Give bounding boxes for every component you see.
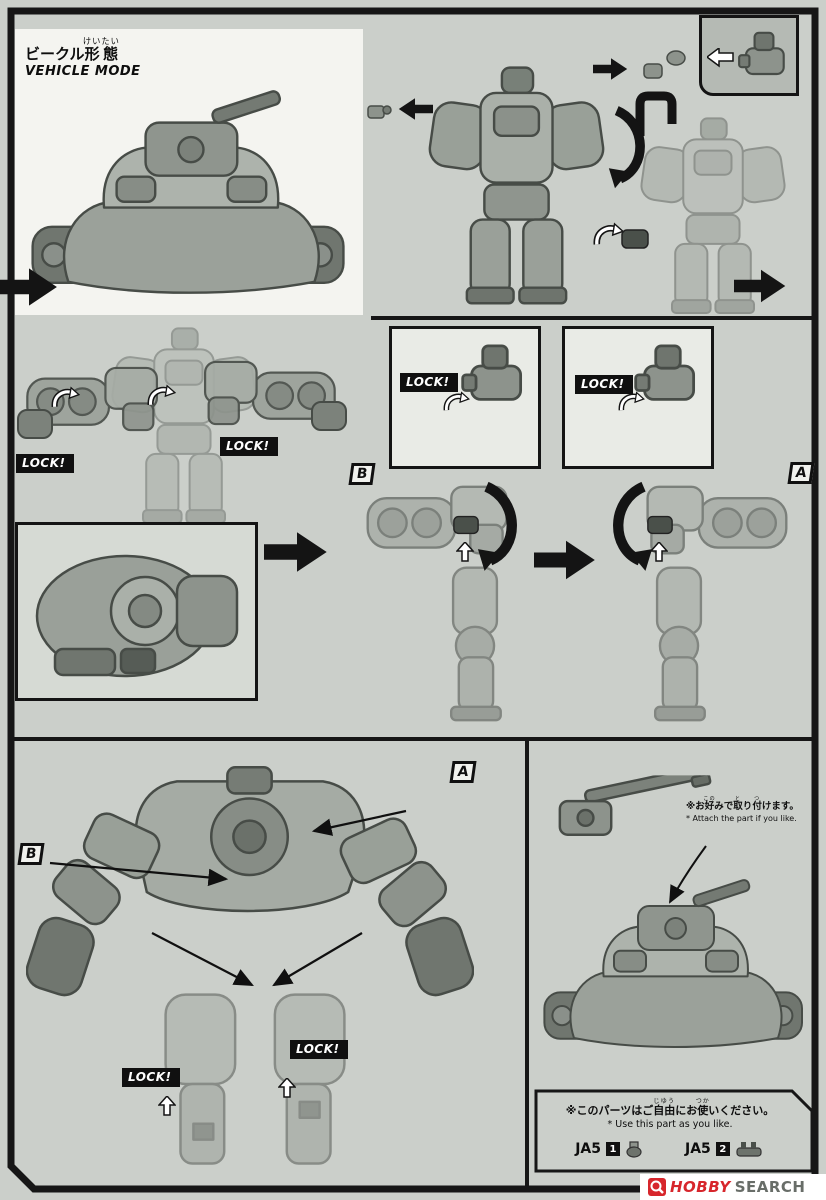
runner-parts-row: JA5 1 JA5 2	[534, 1139, 806, 1159]
small-parts-illustration	[643, 50, 686, 79]
corner-detail-inset	[699, 15, 799, 96]
rotate-arrow-icon	[613, 481, 653, 571]
arrow-up-white-icon	[158, 1096, 176, 1116]
connector-part-illustration	[647, 515, 673, 535]
connector-part-illustration	[453, 515, 479, 535]
runner-part-number-badge: 2	[715, 1142, 730, 1156]
lock-badge: LOCK!	[290, 1040, 348, 1059]
connector-part-illustration	[621, 229, 649, 249]
detail-part-illustration	[734, 24, 794, 88]
hobby-search-watermark: HOBBY SEARCH	[640, 1174, 826, 1200]
arrow-up-white-icon	[456, 542, 474, 562]
parts-usage-box: ※このパーツはご自由じゆうにお使つかいください。 * Use this part…	[534, 1089, 814, 1173]
lock-detail-panel-a: LOCK!	[562, 326, 714, 469]
vehicle-mode-title: ビークル形態けいたい VEHICLE MODE	[25, 36, 141, 79]
curved-arrow-icon	[443, 391, 470, 411]
sideview-detail-box	[15, 522, 258, 701]
arrow-up-white-icon	[650, 542, 668, 562]
column-divider	[525, 739, 529, 1189]
curved-arrow-icon	[51, 386, 80, 408]
arrow-right-icon	[264, 532, 327, 572]
runner-part-icon	[736, 1142, 762, 1157]
usage-note-english: * Use this part as you like.	[607, 1119, 733, 1130]
attach-note-japanese: ※お好このみで取とり付つけます。	[686, 796, 799, 812]
watermark-brand-primary: HOBBY	[670, 1178, 731, 1196]
handle-part-illustration	[635, 91, 677, 136]
section-divider	[371, 316, 813, 320]
lock-badge: LOCK!	[16, 454, 74, 473]
lock-badge: LOCK!	[122, 1068, 180, 1087]
rotate-arrow-icon	[608, 106, 645, 189]
arrow-left-icon	[398, 98, 433, 120]
runner-part-icon	[626, 1141, 642, 1158]
runner-part-label: JA5	[685, 1141, 711, 1157]
watermark-brand-secondary: SEARCH	[734, 1178, 806, 1196]
runner-part-1: JA5 1	[575, 1139, 651, 1159]
title-jp-prefix: ビークル	[25, 45, 85, 63]
hobby-search-logo-icon	[648, 1178, 666, 1196]
removed-part-illustration	[367, 105, 392, 119]
arrow-right-icon	[734, 269, 786, 303]
hand-part-illustration	[17, 409, 53, 439]
runner-part-number-badge: 1	[606, 1142, 620, 1156]
lock-badge: LOCK!	[220, 437, 278, 456]
assembly-annotation-arrows	[49, 809, 407, 887]
step-a-badge: A	[787, 462, 815, 484]
runner-part-label: JA5	[575, 1141, 601, 1157]
arrow-up-white-icon	[278, 1078, 296, 1098]
attach-note: ※お好このみで取とり付つけます。 * Attach the part if yo…	[686, 796, 816, 823]
usage-note-japanese: ※このパーツはご自由じゆうにお使つかいください。	[565, 1098, 775, 1117]
curved-arrow-icon	[593, 222, 624, 245]
usage-note: ※このパーツはご自由じゆうにお使つかいください。 * Use this part…	[534, 1098, 806, 1130]
lock-detail-panel-b: LOCK!	[389, 326, 541, 469]
runner-part-2: JA5 2	[685, 1139, 765, 1159]
page-entry-arrow	[0, 268, 57, 306]
arrow-right-icon	[593, 58, 628, 80]
curved-arrow-icon	[147, 384, 176, 406]
vehicle-mode-section: ビークル形態けいたい VEHICLE MODE	[15, 29, 363, 315]
lock-badge: LOCK!	[400, 373, 458, 392]
rotate-arrow-icon	[477, 481, 517, 571]
converging-arrows	[151, 932, 363, 987]
hand-part-illustration	[311, 401, 347, 431]
title-english: VEHICLE MODE	[25, 63, 141, 79]
curved-arrow-icon	[618, 391, 645, 411]
arrow-left-white-icon	[707, 48, 734, 68]
section-divider	[13, 737, 814, 741]
lock-badge: LOCK!	[575, 375, 633, 394]
pointer-arrow	[669, 845, 707, 904]
title-jp-kanji: 形態けいたい	[82, 36, 120, 63]
arrow-right-icon	[534, 540, 595, 580]
attach-note-english: * Attach the part if you like.	[686, 814, 797, 823]
title-japanese: ビークル形態けいたい	[25, 36, 141, 63]
